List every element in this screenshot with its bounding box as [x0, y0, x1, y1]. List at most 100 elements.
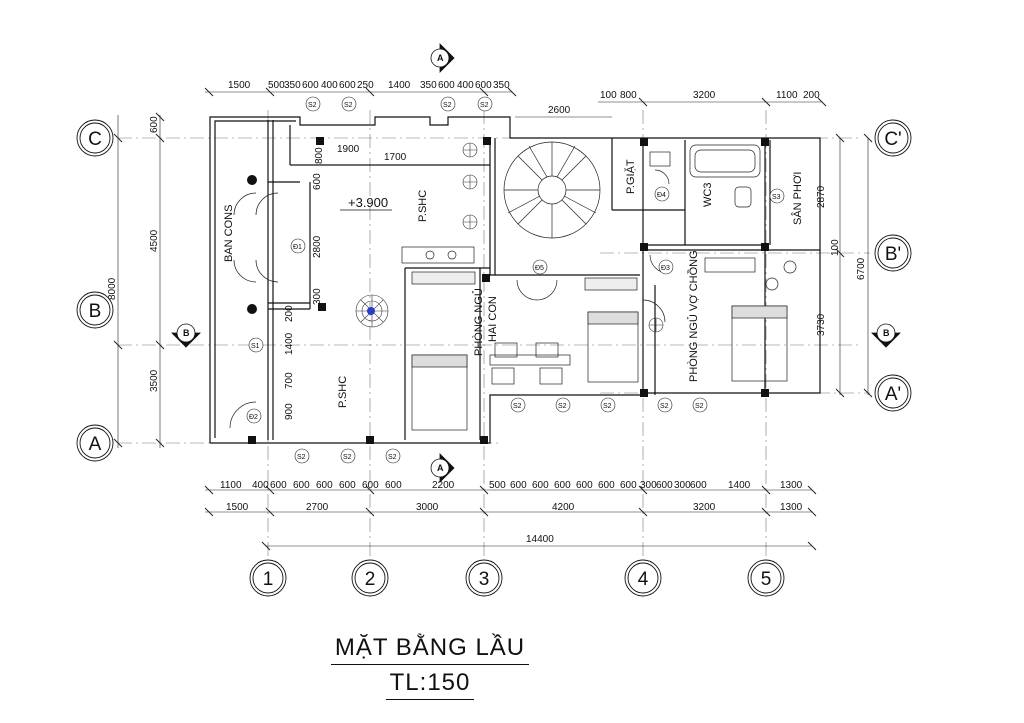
- room-labels: BAN CONS P.SHC P.SHC PHÒNG NGỦ HAI CON P…: [223, 159, 804, 408]
- grid-row-a-prime: A': [885, 384, 901, 405]
- grid-col-5: 5: [761, 569, 772, 590]
- grid-col-1: 1: [263, 569, 274, 590]
- dim-b1-12: 600: [554, 480, 571, 491]
- tag-door-2: Đ2: [249, 414, 258, 421]
- furniture: [401, 144, 797, 431]
- tag-door-3: Đ3: [661, 265, 670, 272]
- grid-row-c: C: [88, 129, 102, 150]
- dim-b1-5: 600: [339, 480, 356, 491]
- dim-b2-4: 3200: [693, 502, 716, 513]
- wardrobe-mid: [584, 277, 638, 291]
- tag-wl-0: S1: [251, 343, 260, 350]
- dim-topr-1: 800: [620, 90, 637, 101]
- section-markers: [171, 43, 901, 483]
- grid-bubble-labels: C B A C' B' A' 1 2 3 4 5: [88, 129, 902, 590]
- room-ban-cons: BAN CONS: [223, 205, 235, 262]
- dim-b2-1: 2700: [306, 502, 329, 513]
- dim-total: 14400: [526, 534, 554, 545]
- dim-b1-20: 1400: [728, 480, 751, 491]
- dim-b1-9: 500: [489, 480, 506, 491]
- dim-b2-0: 1500: [226, 502, 249, 513]
- section-marker-labels: A A B B: [183, 53, 890, 473]
- dim-b1-16: 300: [640, 480, 657, 491]
- dim-top-5: 600: [339, 80, 356, 91]
- tag-wb-0: S2: [297, 454, 306, 461]
- dim-b1-8: 2200: [432, 480, 455, 491]
- dim-topr-0: 100: [600, 90, 617, 101]
- dim-topr-4: 200: [803, 90, 820, 101]
- grid-row-c-prime: C': [884, 129, 901, 150]
- grid-col-3: 3: [479, 569, 490, 590]
- dim-b1-6: 600: [362, 480, 379, 491]
- drawing-scale: TL:150: [385, 669, 475, 700]
- dim-iv-1: 600: [312, 173, 323, 190]
- dim-b1-18: 300: [674, 480, 691, 491]
- room-phong-ngu-vo-chong: PHÒNG NGỦ VỢ CHỒNG: [687, 250, 700, 382]
- dim-b1-10: 600: [510, 480, 527, 491]
- dim-b1-14: 600: [598, 480, 615, 491]
- tag-wt-3: S2: [480, 102, 489, 109]
- dim-top-7: 1400: [388, 80, 411, 91]
- tag-wb-3: S2: [513, 403, 522, 410]
- dim-top-10: 400: [457, 80, 474, 91]
- dim-topr-2: 3200: [693, 90, 716, 101]
- dim-top-3: 600: [302, 80, 319, 91]
- desk-kid: [489, 354, 571, 366]
- grid-row-b-prime: B': [885, 244, 901, 265]
- tag-wb-5: S2: [603, 403, 612, 410]
- walls: [209, 116, 821, 444]
- dim-inner-1: 1700: [384, 152, 407, 163]
- dim-b1-2: 600: [270, 480, 287, 491]
- room-phong-ngu-1: PHÒNG NGỦ: [472, 288, 485, 356]
- dim-top-12: 350: [493, 80, 510, 91]
- section-mark-bottom: A: [437, 463, 444, 473]
- dims-vertical: 600 4500 3500 8000 800 600 2800 300 200 …: [107, 116, 867, 420]
- room-p-giat: P.GIẶT: [624, 159, 637, 194]
- dim-iv-6: 700: [284, 372, 295, 389]
- dim-left-total: 8000: [107, 277, 118, 300]
- wash-counter-top: [401, 246, 475, 264]
- dim-left-2: 3500: [149, 369, 160, 392]
- dim-left-1: 4500: [149, 229, 160, 252]
- room-san-phoi: SÂN PHƠI: [791, 172, 804, 225]
- dims-bottom: 1100 400 600 600 600 600 600 600 2200 50…: [220, 480, 803, 545]
- spiral-stair: [503, 141, 601, 239]
- dim-left-0: 600: [149, 116, 160, 133]
- grid-row-a: A: [89, 434, 102, 455]
- toilet: [734, 186, 752, 208]
- tag-wwc-0: S3: [772, 194, 781, 201]
- dim-b1-13: 600: [576, 480, 593, 491]
- dim-top-4: 400: [321, 80, 338, 91]
- dim-b1-4: 600: [316, 480, 333, 491]
- section-mark-left: B: [183, 328, 190, 338]
- element-tags: [246, 96, 785, 464]
- dim-top-11: 600: [475, 80, 492, 91]
- dim-iv-7: 900: [284, 403, 295, 420]
- dim-right-0: 2870: [816, 185, 827, 208]
- tag-wb-1: S2: [343, 454, 352, 461]
- dim-b2-2: 3000: [416, 502, 439, 513]
- section-mark-right: B: [883, 328, 890, 338]
- dim-iv-4: 200: [284, 305, 295, 322]
- grid-col-4: 4: [638, 569, 649, 590]
- dim-top-2: 350: [284, 80, 301, 91]
- tag-door-4: Đ4: [657, 192, 666, 199]
- dim-iv-5: 1400: [284, 332, 295, 355]
- level-mark: +3.900: [348, 195, 388, 210]
- dim-b1-21: 1300: [780, 480, 803, 491]
- dim-b1-15: 600: [620, 480, 637, 491]
- dim-top-mid: 2600: [548, 105, 571, 116]
- tag-wt-2: S2: [443, 102, 452, 109]
- tag-wt-1: S2: [344, 102, 353, 109]
- grid-bubbles: [76, 119, 912, 597]
- sink-laundry: [649, 151, 671, 167]
- element-tag-labels: S2 S2 S2 S2 S2 S2 S2 S2 S2 S2 S2 S2 S1 S…: [249, 102, 781, 461]
- dim-inner-0: 1900: [337, 144, 360, 155]
- room-p-shc-top: P.SHC: [417, 190, 429, 222]
- dim-top-1: 500: [268, 80, 285, 91]
- dim-iv-0: 800: [314, 147, 325, 164]
- dim-top-9: 600: [438, 80, 455, 91]
- drawing-title: MẶT BẰNG LẦU: [330, 634, 530, 665]
- dim-iv-3: 300: [312, 288, 323, 305]
